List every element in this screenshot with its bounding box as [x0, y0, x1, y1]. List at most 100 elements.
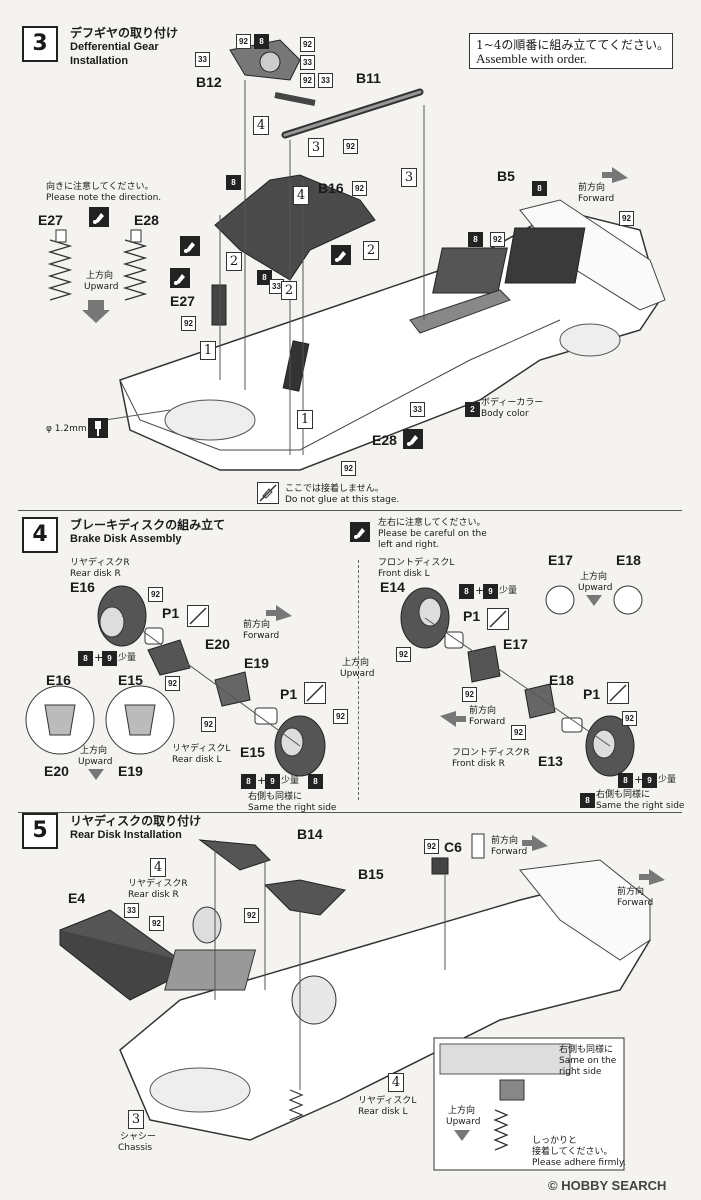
drill-size: φ 1.2mm	[46, 424, 87, 434]
drill-icon	[88, 418, 108, 438]
step-4-title-en: Brake Disk Assembly	[70, 533, 182, 545]
glue-icon	[170, 268, 190, 288]
order-marker: 2	[363, 241, 379, 260]
rear-disk-r-en: Rear disk R	[70, 569, 121, 579]
part-label: B16	[318, 180, 344, 196]
upward-en: Upward	[84, 282, 119, 292]
plus-sign: +	[94, 651, 104, 664]
part-label: E14	[380, 579, 405, 595]
part-number-tag: 92	[333, 709, 348, 724]
glue-icon	[403, 429, 423, 449]
part-label: E17	[548, 552, 573, 568]
part-number-tag: 92	[149, 916, 164, 931]
part-number-tag: 33	[410, 402, 425, 417]
order-marker: 1	[297, 410, 313, 429]
part-number-tag: 8	[257, 270, 272, 285]
body-color-jp: ボディーカラー	[481, 398, 544, 408]
part-label: E18	[616, 552, 641, 568]
no-glue-icon	[487, 608, 509, 630]
part-label: P1	[162, 605, 180, 621]
rear-disk-r-en: Rear disk R	[128, 890, 179, 900]
forward-jp: 前方向	[243, 620, 271, 630]
part-number-tag: 33	[195, 52, 210, 67]
part-label: E28	[134, 212, 159, 228]
no-glue-icon	[257, 482, 279, 504]
part-number-tag: 8	[241, 774, 256, 789]
direction-note-jp: 向きに注意してください。	[46, 182, 154, 192]
part-label: E18	[549, 672, 574, 688]
ref-step-marker: 4	[150, 858, 166, 877]
watermark: © HOBBY SEARCH	[548, 1178, 666, 1193]
no-glue-icon	[304, 682, 326, 704]
step-4-divider	[358, 560, 359, 800]
glue-icon	[89, 207, 109, 227]
front-disk-r-en: Front disk R	[452, 759, 505, 769]
same-right-en-1: Same on the	[559, 1056, 617, 1066]
part-label: E20	[44, 763, 69, 779]
part-label: E28	[372, 432, 397, 448]
upward-jp: 上方向	[80, 746, 108, 756]
rear-disk-l-en: Rear disk L	[172, 755, 222, 765]
part-label: B11	[356, 70, 381, 86]
same-right-jp: 右側も同様に	[559, 1045, 614, 1055]
body-color-en: Body color	[481, 409, 529, 419]
step-5-title-jp: リヤディスクの取り付け	[70, 814, 202, 828]
part-number-tag: 92	[341, 461, 356, 476]
front-disk-r-jp: フロントディスクR	[452, 748, 530, 758]
part-label: E20	[205, 636, 230, 652]
order-marker: 1	[200, 341, 216, 360]
same-right-jp-2: 右側も同様に	[596, 790, 651, 800]
step-4-title-jp: ブレーキディスクの組み立て	[70, 518, 226, 532]
upward-arrow-icon	[586, 595, 602, 606]
part-number-tag: 92	[300, 37, 315, 52]
order-marker: 2	[226, 252, 242, 271]
step-3-title-en-1: Defferential Gear	[70, 41, 159, 53]
assemble-order-jp: 1~4の順番に組み立ててください。	[476, 38, 669, 52]
part-number-tag: 92	[343, 139, 358, 154]
part-number-tag: 33	[300, 55, 315, 70]
assemble-order-note: 1~4の順番に組み立ててください。 Assemble with order.	[469, 33, 673, 69]
part-number-tag: 92	[300, 73, 315, 88]
front-disk-l-jp: フロントディスクL	[378, 558, 455, 568]
plus-sign: +	[257, 774, 267, 787]
part-number-tag: 92	[181, 316, 196, 331]
ref-step-marker: 3	[128, 1110, 144, 1129]
part-label: E19	[118, 763, 143, 779]
part-label: E16	[46, 672, 71, 688]
adhere-jp-2: 接着してください。	[532, 1147, 613, 1157]
rear-disk-r-jp: リヤディスクR	[70, 558, 130, 568]
plus-sign: +	[475, 584, 485, 597]
section-divider	[18, 510, 682, 511]
part-label: B5	[497, 168, 515, 184]
order-marker: 4	[253, 116, 269, 135]
upward-arrow-icon	[88, 769, 104, 780]
forward-en-2: Forward	[469, 717, 506, 727]
part-number-tag: 2	[465, 402, 480, 417]
direction-note-en: Please note the direction.	[46, 193, 162, 203]
step-3-illustration	[47, 39, 666, 471]
same-right-en-2: right side	[559, 1067, 602, 1077]
part-label: E15	[240, 744, 265, 760]
part-number-tag: 8	[618, 773, 633, 788]
part-number-tag: 92	[148, 587, 163, 602]
no-glue-icon	[607, 682, 629, 704]
front-disk-l-en: Front disk L	[378, 569, 430, 579]
part-number-tag: 92	[396, 647, 411, 662]
glue-icon	[350, 522, 370, 542]
careful-en-1: Please be careful on the	[378, 529, 487, 539]
order-marker: 4	[293, 186, 309, 205]
same-right-en: Same the right side	[248, 803, 337, 813]
upward-jp: 上方向	[448, 1106, 476, 1116]
part-number-tag: 92	[462, 687, 477, 702]
adhere-en: Please adhere firmly.	[532, 1158, 626, 1168]
order-marker: 3	[401, 168, 417, 187]
step-3-title-en-2: Installation	[70, 55, 129, 67]
part-number-tag: 8	[468, 232, 483, 247]
part-label: E17	[503, 636, 528, 652]
step-3-title-jp: デフギヤの取り付け	[70, 26, 179, 40]
rear-disk-l-jp: リヤディスクL	[358, 1096, 417, 1106]
part-label: E15	[118, 672, 143, 688]
forward-en: Forward	[243, 631, 280, 641]
rear-disk-r-jp: リヤディスクR	[128, 879, 188, 889]
part-number-tag: 8	[580, 793, 595, 808]
